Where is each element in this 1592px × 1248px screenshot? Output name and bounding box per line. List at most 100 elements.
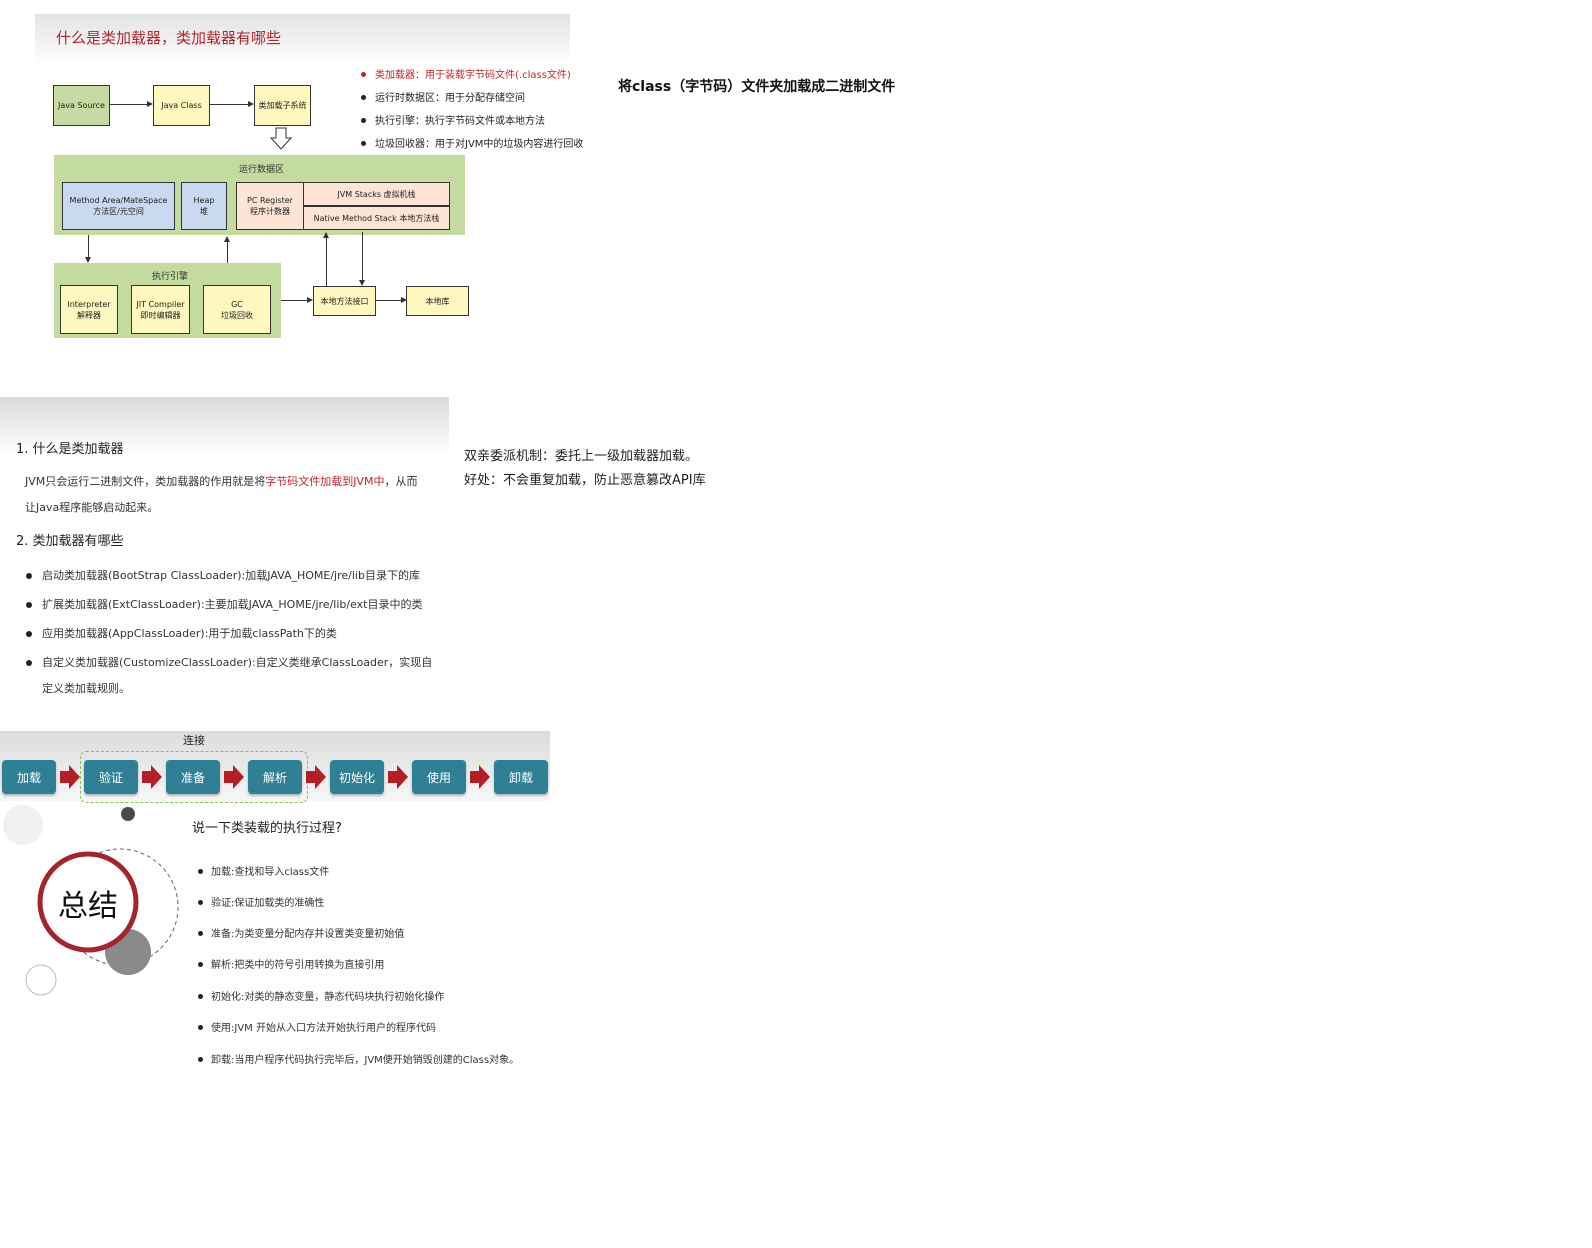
bullet-class-loader: 类加载器：用于装载字节码文件(.class文件) [361,66,571,81]
heading-what-is-class-loader: 1. 什么是类加载器 [16,442,124,457]
note-parent-delegation: 双亲委派机制：委托上一级加载器加载。 [464,449,699,464]
arrow-line [88,235,89,257]
step-arrow-icon [60,765,80,789]
bullet-text: 运行时数据区：用于分配存储空间 [375,93,525,104]
bullet-text: 卸载:当用户程序代码执行完毕后，JVM便开始销毁创建的Class对象。 [211,1055,520,1066]
step-prepare: 准备 [166,760,220,794]
link-phase-label: 连接 [183,734,205,747]
bullet-dot [198,1056,203,1062]
interpreter-label-cn: 解释器 [77,310,101,320]
class-loading-process-slide: 连接 加载 验证 准备 解析 初始化 使用 卸载 总结 说一下类装载的执行过程?… [0,731,550,1081]
bullet-text: 启动类加载器(BootStrap ClassLoader):加载JAVA_HOM… [42,569,420,582]
slide-header [35,14,570,64]
pc-register-label-cn: 程序计数器 [250,207,290,216]
bullet-dot [26,602,32,608]
description-text: JVM只会运行二进制文件，类加载器的作用就是将 [25,475,266,488]
heap-box: Heap 堆 [181,182,227,230]
bullet-execution-engine: 执行引擎：执行字节码文件或本地方法 [361,112,545,127]
step-arrow-icon [306,765,326,789]
note-bytecode-loading: 将class（字节码）文件夹加载成二进制文件 [618,79,896,95]
arrow-line [227,242,228,263]
bullet-dot [198,993,203,999]
class-loader-slide: 1. 什么是类加载器 JVM只会运行二进制文件，类加载器的作用就是将字节码文件加… [0,397,449,707]
interpreter-box: Interpreter 解释器 [60,285,118,334]
slide-header [0,397,449,453]
bullet-dot [361,94,366,100]
arrow-line [362,232,363,280]
step-use: 使用 [412,760,466,794]
arrow-line [376,300,401,301]
pc-register-label-en: PC Register [247,196,293,205]
jvm-architecture-slide: 什么是类加载器，类加载器有哪些 Java Source Java Class 类… [35,14,583,370]
gc-label-en: GC [231,299,243,309]
description-text: ，从而 [384,475,418,488]
bullet-text: 验证:保证加载类的准确性 [211,898,325,909]
bullet-dot [26,573,32,579]
arrow-head [147,101,153,107]
bullet-prepare: 准备:为类变量分配内存并设置类变量初始值 [198,925,404,940]
bullet-dot [198,899,203,905]
jvm-stacks-box: JVM Stacks 虚拟机栈 [303,182,450,206]
method-area-box: Method Area/MateSpace 方法区/元空间 [62,182,175,230]
arrow-line [281,300,307,301]
heading-class-loader-types: 2. 类加载器有哪些 [16,534,124,549]
slide-title: 什么是类加载器，类加载器有哪些 [56,29,282,47]
step-arrow-icon [388,765,408,789]
bullet-text: 准备:为类变量分配内存并设置类变量初始值 [211,929,405,940]
step-verify: 验证 [84,760,138,794]
bullet-text: 自定义类加载器(CustomizeClassLoader):自定义类继承Clas… [42,656,433,669]
arrow-line [326,238,327,286]
arrow-line [110,104,147,105]
arrow-head [248,101,254,107]
bullet-dot [26,631,32,637]
bullet-dot [198,961,203,967]
heap-label-cn: 堆 [200,207,208,216]
arrow-head [224,236,230,242]
class-loader-description: JVM只会运行二进制文件，类加载器的作用就是将字节码文件加载到JVM中，从而 让… [25,469,445,521]
native-method-stack-box: Native Method Stack 本地方法栈 [303,206,450,230]
method-area-label-cn: 方法区/元空间 [93,207,144,216]
bullet-text: 加载:查找和导入class文件 [211,867,330,878]
bullet-dot [198,930,203,936]
runtime-data-area-label: 运行数据区 [239,165,285,175]
note-benefit: 好处：不会重复加载，防止恶意篡改API库 [464,473,706,488]
bullet-text: 初始化:对类的静态变量，静态代码块执行初始化操作 [211,992,445,1003]
bullet-load: 加载:查找和导入class文件 [198,863,329,878]
decor-circle [3,805,43,845]
method-area-label-en: Method Area/MateSpace [69,196,168,205]
gc-box: GC 垃圾回收 [203,285,271,334]
step-initialize: 初始化 [330,760,384,794]
summary-circle [37,851,139,953]
bullet-dot [198,1024,203,1030]
jit-compiler-box: JIT Compiler 即时编辑器 [131,285,190,334]
step-arrow-icon [470,765,490,789]
arrow-line [210,104,248,105]
step-arrow-icon [224,765,244,789]
description-highlight: 字节码文件加载到JVM中 [265,475,385,488]
pc-register-box: PC Register 程序计数器 [236,182,304,230]
arrow-head [323,232,329,238]
step-load: 加载 [2,760,56,794]
summary-decoration [3,805,179,996]
native-library-box: 本地库 [406,286,469,316]
bullet-text: 垃圾回收器：用于对JVM中的垃圾内容进行回收 [375,139,584,150]
arrow-head [401,297,407,303]
bullet-dot [361,71,366,77]
java-class-box: Java Class [153,85,210,126]
bullet-dot [361,140,366,146]
bullet-dot [26,660,32,666]
bullet-resolve: 解析:把类中的符号引用转换为直接引用 [198,956,384,971]
class-loader-subsystem-box: 类加载子系统 [254,85,311,126]
arrow-head [307,297,313,303]
decor-circle [121,807,135,821]
summary-label: 总结 [58,889,118,924]
description-line-1: JVM只会运行二进制文件，类加载器的作用就是将字节码文件加载到JVM中，从而 [25,469,445,495]
jit-label-cn: 即时编辑器 [140,310,181,320]
bullet-text: 使用:JVM 开始从入口方法开始执行用户的程序代码 [211,1023,436,1034]
bullet-unload: 卸载:当用户程序代码执行完毕后，JVM便开始销毁创建的Class对象。 [198,1051,519,1066]
interpreter-label-en: Interpreter [67,299,111,309]
down-hollow-arrow-icon [270,127,292,150]
step-arrow-icon [142,765,162,789]
jit-label-en: JIT Compiler [136,299,185,309]
heap-label-en: Heap [193,196,215,205]
